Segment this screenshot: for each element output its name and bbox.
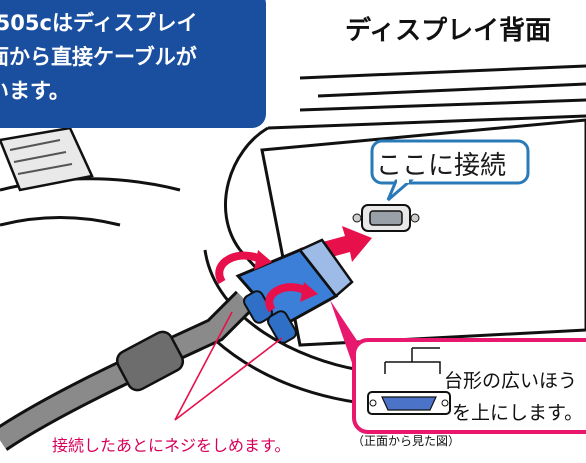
callout-line: 面から直接ケーブルが: [0, 45, 197, 69]
connect-label-box: [370, 139, 530, 202]
trapezoid-port-icon: [367, 347, 451, 415]
orientation-note-caption: （正面から見た図）: [352, 434, 461, 448]
screw-note: 接続したあとにネジをしめます。: [52, 436, 291, 455]
connect-here-label: ここに接続: [376, 151, 507, 181]
screw-arrows: [215, 250, 318, 313]
info-callout-text: /505cはディスプレイ 面から直接ケーブルが います。: [0, 6, 268, 108]
screw-pointer-lines: [174, 311, 283, 421]
callout-line: /505cはディスプレイ: [0, 11, 198, 35]
diagram-title: ディスプレイ背面: [345, 16, 552, 46]
power-cable: [0, 126, 94, 192]
vga-cable: [0, 290, 255, 451]
orientation-note-line2: を上にします。: [452, 402, 584, 424]
info-callout: [0, 0, 266, 128]
vga-port: [352, 204, 420, 232]
callout-line: います。: [0, 79, 70, 103]
orientation-note-line1: 台形の広いほう: [444, 370, 578, 392]
